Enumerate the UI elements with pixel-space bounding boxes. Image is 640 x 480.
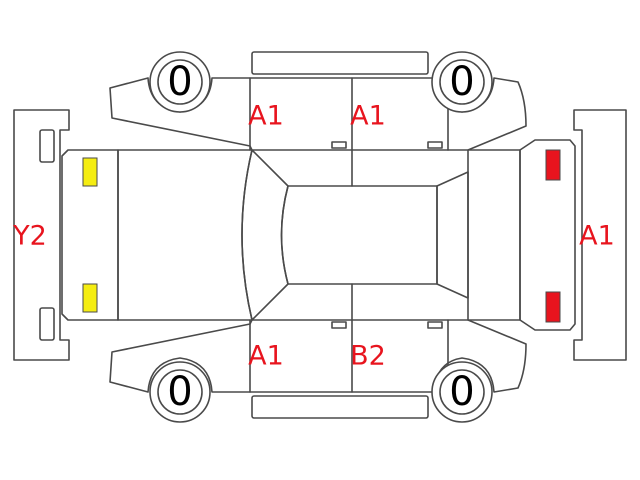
code-bottom-front-door: A1: [248, 341, 284, 372]
taillamp-right: [545, 291, 561, 323]
wheel-rear-right: 0: [431, 361, 493, 423]
top-rear-door-handle: [427, 141, 443, 149]
code-bottom-rear-door: B2: [350, 341, 386, 372]
code-front-bumper: Y2: [12, 221, 47, 252]
bottom-side-body-outline: [109, 319, 527, 393]
wheel-front-left: 0: [149, 51, 211, 113]
code-top-front-door: A1: [248, 101, 284, 132]
bottom-door-lines: [249, 283, 449, 393]
rear-panel-outline: [519, 139, 576, 331]
tyre-rear-right-value: 0: [449, 369, 474, 415]
code-rear-bumper: A1: [579, 221, 615, 252]
front-bumper-outline: [13, 109, 70, 361]
top-door-lines: [249, 77, 449, 187]
rear-window-outline: [436, 171, 469, 299]
bottom-side-skirt: [251, 395, 429, 419]
tyre-front-left-value: 0: [167, 59, 192, 105]
headlamp-right: [82, 283, 98, 313]
rear-bumper-outline: [573, 109, 627, 361]
taillamp-left: [545, 149, 561, 181]
trunk-outline: [467, 149, 521, 321]
wheel-front-right: 0: [149, 361, 211, 423]
tyre-front-right-value: 0: [167, 369, 192, 415]
top-side-skirt: [251, 51, 429, 75]
roof-outline: [280, 185, 438, 285]
wheel-rear-left: 0: [431, 51, 493, 113]
bottom-rear-door-handle: [427, 321, 443, 329]
headlamp-left: [82, 157, 98, 187]
top-front-door-handle: [331, 141, 347, 149]
code-top-rear-door: A1: [350, 101, 386, 132]
front-bumper-lower-vent: [39, 307, 55, 341]
tyre-rear-left-value: 0: [449, 59, 474, 105]
bottom-front-door-handle: [331, 321, 347, 329]
front-bumper-upper-vent: [39, 129, 55, 163]
hood-outline: [117, 149, 253, 321]
